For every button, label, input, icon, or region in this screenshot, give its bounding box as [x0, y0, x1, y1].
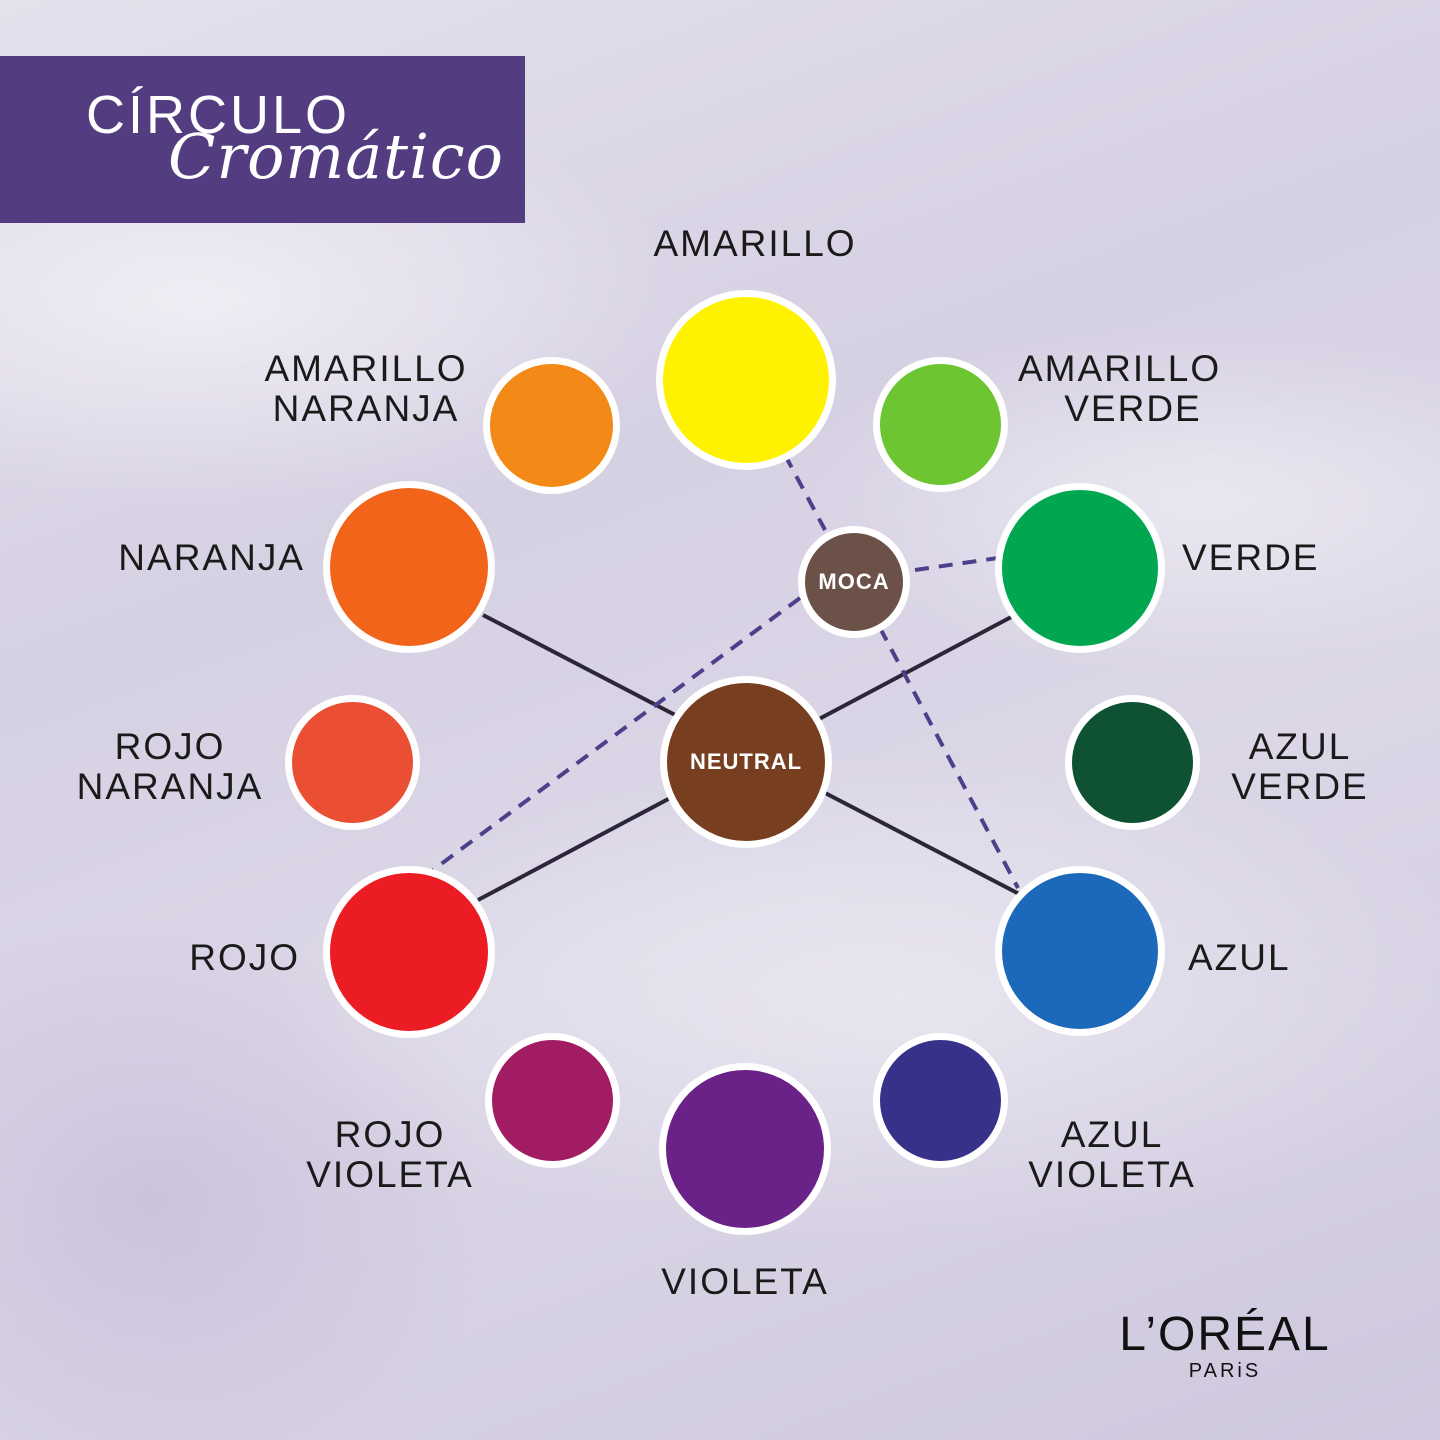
dashed-moca-verde: [914, 556, 999, 572]
moca-label: MOCA: [818, 569, 890, 594]
label-line: VIOLETA: [306, 1154, 474, 1195]
label-line: NARANJA: [76, 766, 264, 807]
neutral-label: NEUTRAL: [689, 749, 803, 774]
title-main: CÍRCULO: [86, 85, 351, 145]
logo-main: L’ORÉAL: [1119, 1308, 1331, 1361]
circle-rojo: [323, 866, 495, 1038]
label-line: VERDE: [1231, 766, 1369, 807]
title-banner: [0, 56, 525, 223]
label-line: AMARILLO: [1018, 348, 1222, 389]
label-violeta: VIOLETA: [640, 1262, 850, 1302]
label-amarillo: AMARILLO: [640, 224, 870, 264]
label-azul-verde: AZUL VERDE: [1220, 727, 1380, 807]
title-script: Cromático: [168, 120, 504, 193]
circle-verde: [995, 483, 1165, 653]
circle-amarillo-naranja: [483, 357, 620, 494]
label-line: VERDE: [1064, 388, 1202, 429]
label-line: AZUL: [1060, 1114, 1164, 1155]
label-rojo-violeta: ROJO VIOLETA: [290, 1115, 490, 1195]
label-amarillo-verde: AMARILLO VERDE: [1018, 349, 1248, 429]
circle-rojo-naranja: [285, 695, 420, 830]
dashed-moca-azul: [878, 627, 1020, 889]
circle-moca: MOCA: [798, 526, 910, 638]
loreal-logo: L’ORÉAL PARiS: [1100, 1308, 1350, 1383]
circle-azul: [995, 866, 1165, 1036]
circle-naranja: [323, 481, 495, 653]
logo-sub: PARiS: [1188, 1360, 1262, 1382]
circle-azul-violeta: [873, 1033, 1008, 1168]
label-naranja: NARANJA: [80, 538, 305, 578]
label-line: NARANJA: [272, 388, 460, 429]
label-amarillo-naranja: AMARILLO NARANJA: [250, 349, 482, 429]
circle-azul-verde: [1065, 695, 1200, 830]
circle-amarillo: [656, 290, 836, 470]
circle-rojo-violeta: [485, 1033, 620, 1168]
label-line: AMARILLO: [264, 348, 468, 389]
label-line: ROJO: [114, 726, 226, 767]
label-line: NARANJA: [118, 537, 305, 578]
label-line: ROJO: [189, 937, 300, 978]
label-line: VIOLETA: [1028, 1154, 1196, 1195]
dashed-moca-rojo: [431, 596, 802, 872]
circle-amarillo-verde: [873, 357, 1008, 492]
label-rojo-naranja: ROJO NARANJA: [60, 727, 280, 807]
label-line: VIOLETA: [661, 1261, 829, 1302]
label-azul-violeta: AZUL VIOLETA: [1012, 1115, 1212, 1195]
label-azul: AZUL: [1188, 938, 1338, 978]
label-line: VERDE: [1182, 537, 1320, 578]
label-line: AZUL: [1188, 937, 1291, 978]
circle-neutral: NEUTRAL: [660, 676, 832, 848]
circle-violeta: [659, 1063, 831, 1235]
label-line: AZUL: [1248, 726, 1352, 767]
label-line: AMARILLO: [653, 223, 857, 264]
label-rojo: ROJO: [150, 938, 300, 978]
label-line: ROJO: [334, 1114, 446, 1155]
dashed-amarillo-moca: [783, 454, 827, 531]
label-verde: VERDE: [1182, 538, 1362, 578]
